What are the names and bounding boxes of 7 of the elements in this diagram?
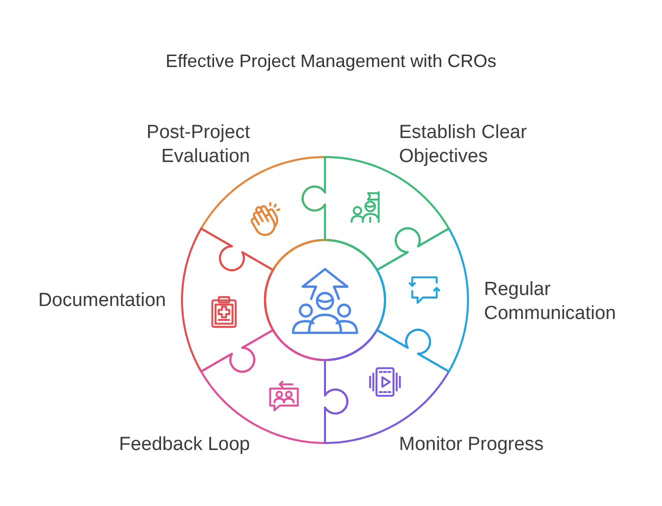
segment-label: Feedback Loop [119, 433, 250, 457]
segment-label: Monitor Progress [399, 433, 544, 457]
segment-label: Documentation [38, 289, 166, 313]
segment-label: Establish Clear Objectives [399, 121, 528, 169]
segment-label: Regular Communication [484, 278, 617, 326]
segment-label: Post-Project Evaluation [146, 121, 250, 169]
diagram-title: Effective Project Management with CROs [166, 50, 496, 72]
